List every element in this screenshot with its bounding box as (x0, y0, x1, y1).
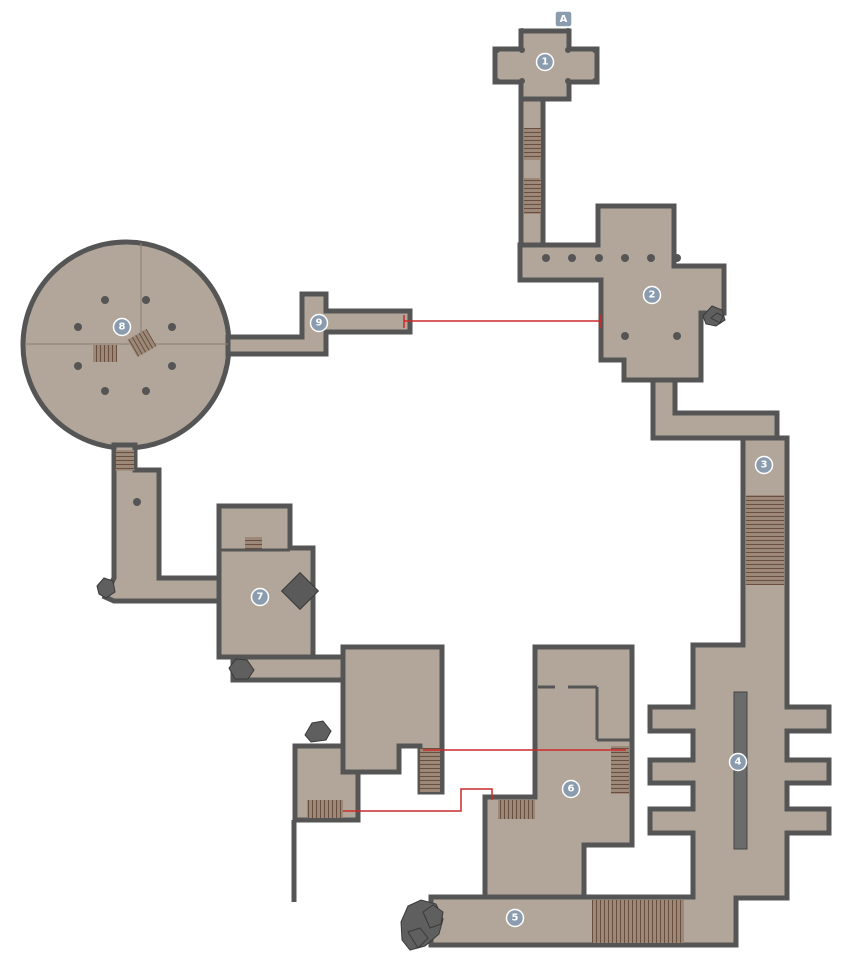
area-number: 3 (761, 460, 768, 471)
rubble-pile (96, 577, 116, 599)
stairs (93, 128, 784, 943)
corridor-east (650, 377, 780, 443)
area-badge-8: 8 (112, 317, 132, 337)
area-number: 2 (649, 290, 656, 301)
area-number: 6 (568, 784, 575, 795)
connector-sw-6-lower (343, 788, 493, 812)
stairs-room-6-west (498, 800, 535, 819)
stairs-sw-east (420, 748, 440, 792)
area-number: 4 (735, 757, 742, 768)
pillar (142, 296, 150, 304)
pillar (592, 47, 598, 53)
stairs-north-2 (524, 178, 541, 214)
area-number: 7 (257, 592, 264, 603)
room-7 (216, 503, 316, 660)
area-number: 9 (316, 318, 323, 329)
pillar (519, 47, 525, 53)
area-badge-5: 5 (505, 908, 525, 928)
pillar (673, 254, 681, 262)
rubble-pile (400, 899, 444, 951)
pillar (519, 28, 525, 34)
area-badge-1: 1 (535, 52, 555, 72)
stairs-room-7 (245, 537, 262, 549)
pillar (494, 78, 500, 84)
pillar (673, 332, 681, 340)
stairs-chamber-2 (127, 328, 157, 358)
pillar (647, 254, 655, 262)
area-badge-9: 9 (309, 313, 329, 333)
stairs-room-6-east (611, 746, 629, 794)
pillar (565, 28, 571, 34)
pillar (568, 254, 576, 262)
floor-plan (20, 28, 832, 948)
area-number: 5 (512, 913, 519, 924)
stairs-chamber-1 (93, 345, 117, 362)
area-badge-4: 4 (728, 752, 748, 772)
start-marker-label: A (560, 14, 568, 25)
connectors (343, 314, 626, 812)
pillar (494, 47, 500, 53)
pillar (168, 362, 176, 370)
rubble-pile (304, 720, 332, 743)
area-badge-6: 6 (561, 779, 581, 799)
pillar (74, 323, 82, 331)
rubble-pile (228, 658, 255, 680)
pillar (621, 332, 629, 340)
pillar (133, 498, 141, 506)
room-southwest (340, 644, 445, 795)
pillar (168, 323, 176, 331)
stairs-hall-3 (746, 495, 784, 585)
room-7-block (280, 571, 320, 611)
pillars (74, 28, 681, 506)
pillar (565, 47, 571, 53)
area-badge-7: 7 (250, 587, 270, 607)
area-number: 8 (119, 322, 126, 333)
stairs-sw-west (307, 800, 343, 818)
room-6 (482, 644, 635, 900)
pillar (101, 387, 109, 395)
rubble (96, 305, 726, 951)
rubble-pile (702, 305, 726, 327)
pillar (595, 254, 603, 262)
pillar (142, 387, 150, 395)
area-badge-3: 3 (754, 455, 774, 475)
pillar (565, 78, 571, 84)
area-labels: A 1 2 3 4 5 6 7 (112, 10, 774, 928)
stairs-north-1 (524, 128, 541, 160)
area-number: 1 (542, 57, 549, 68)
pillar (592, 78, 598, 84)
pillar (101, 296, 109, 304)
start-marker: A (554, 10, 573, 28)
pillar (621, 254, 629, 262)
stairs-hall-5 (592, 900, 684, 943)
pillar (542, 254, 550, 262)
pillar (519, 78, 525, 84)
room-2 (517, 203, 727, 383)
pillar (74, 362, 82, 370)
area-badge-2: 2 (642, 285, 662, 305)
round-chamber (20, 239, 232, 451)
stairs-chamber-exit (116, 450, 134, 470)
corridor-north (518, 96, 546, 248)
